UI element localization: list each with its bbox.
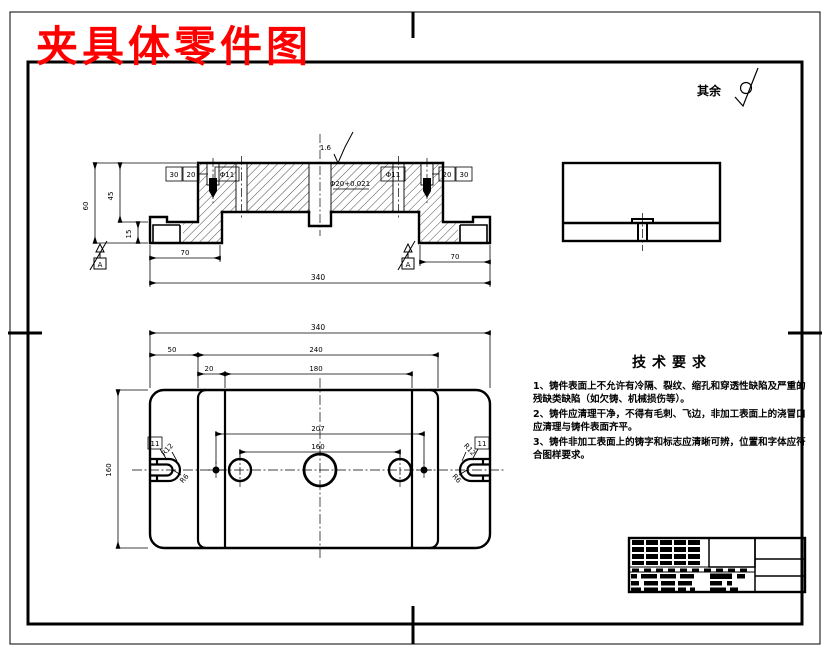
title-block-cells bbox=[631, 540, 747, 591]
dim-cb-inner-l: 20 bbox=[187, 171, 196, 179]
dim-cb-inner-r: 20 bbox=[443, 171, 452, 179]
dim-plan-left: 50 bbox=[168, 346, 177, 354]
foot-slot-left bbox=[152, 224, 181, 243]
thread-left bbox=[209, 178, 217, 191]
side-view bbox=[561, 161, 722, 251]
drawing-title: 夹具体零件图 bbox=[36, 22, 313, 71]
dim-height: 60 bbox=[82, 202, 90, 211]
tech-req-item: 2、铸件应清理干净，不得有毛刺、飞边，非加工表面上的浇冒口应清理与铸件表面齐平。 bbox=[533, 409, 806, 433]
dim-inner-height: 45 bbox=[107, 192, 115, 201]
slot-width-right: 11 bbox=[478, 440, 487, 448]
technical-requirements-heading: 技术要求 bbox=[632, 355, 712, 371]
dim-plan-holes: 160 bbox=[311, 443, 324, 451]
datum-letter-left: A bbox=[98, 261, 103, 269]
general-roughness-label: 其余 bbox=[697, 84, 722, 98]
front-section-view: 60 45 15 30 20 Φ11 Φ11 20 30 1.6 Φ20+0.0… bbox=[82, 131, 492, 287]
roughness-mark bbox=[333, 131, 354, 165]
datum-letter-right: A bbox=[406, 261, 411, 269]
technical-requirements: 技术要求 1、铸件表面上不允许有冷隔、裂纹、缩孔和穿透性缺陷及严重的残缺类缺陷（… bbox=[533, 352, 811, 464]
thread-right bbox=[423, 178, 431, 191]
bolt-hole-left bbox=[227, 457, 253, 483]
dim-plan-height: 160 bbox=[105, 463, 113, 476]
title-block bbox=[627, 536, 807, 594]
dim-roughness-value: 1.6 bbox=[320, 144, 332, 152]
dim-step: 15 bbox=[125, 230, 133, 239]
dim-plan-rib: 20 bbox=[205, 365, 214, 373]
dim-hole-l: Φ11 bbox=[220, 171, 234, 179]
dim-cb-outer-l: 30 bbox=[170, 171, 179, 179]
top-plan-view: 160 340 50 240 20 180 207 160 11 R12 R6 … bbox=[105, 323, 506, 560]
dim-flange-l: 70 bbox=[181, 249, 190, 257]
tech-req-item: 3、铸件非加工表面上的铸字和标志应清晰可辨，位置和字体应符合图样要求。 bbox=[533, 437, 806, 461]
bolt-hole-right bbox=[387, 457, 413, 483]
general-roughness-icon bbox=[734, 67, 759, 108]
dim-flange-r: 70 bbox=[451, 253, 460, 261]
dim-plan-overall: 340 bbox=[311, 323, 326, 332]
dim-plan-pins: 207 bbox=[311, 425, 324, 433]
slot-width-left: 11 bbox=[151, 440, 160, 448]
foot-slot-right bbox=[459, 224, 488, 243]
dim-cb-outer-r: 30 bbox=[460, 171, 469, 179]
sheet-border bbox=[8, 11, 822, 645]
datum-right bbox=[397, 240, 416, 271]
dim-center-hole: Φ20+0.021 bbox=[330, 180, 370, 188]
tech-req-item: 1、铸件表面上不允许有冷隔、裂纹、缩孔和穿透性缺陷及严重的残缺类缺陷（如欠铸、机… bbox=[533, 381, 806, 405]
datum-left bbox=[89, 240, 108, 271]
dim-hole-r: Φ11 bbox=[386, 171, 400, 179]
dim-overall-front: 340 bbox=[311, 273, 326, 282]
dim-plan-mid: 240 bbox=[309, 346, 322, 354]
dim-plan-span: 180 bbox=[309, 365, 322, 373]
